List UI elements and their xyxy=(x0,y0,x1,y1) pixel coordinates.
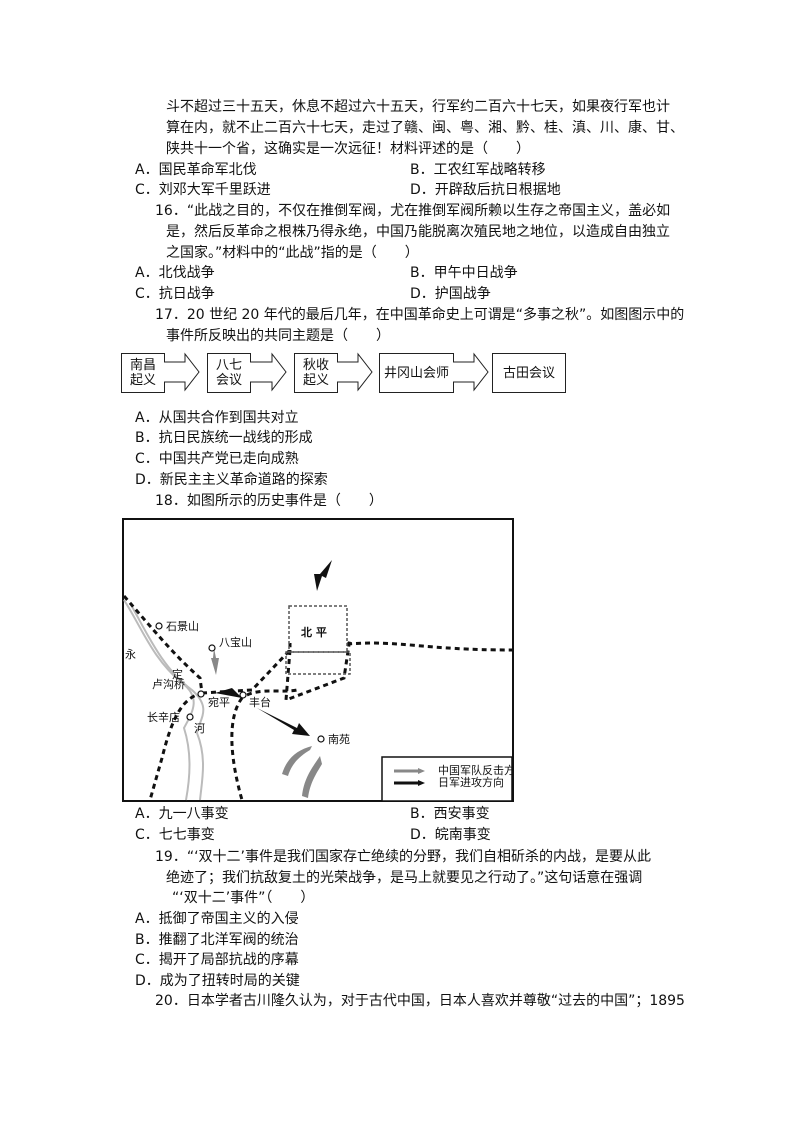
q16-option-c: C．抗日战争 xyxy=(135,286,215,302)
arrow-icon xyxy=(453,352,489,392)
q15-option-b: B．工农红军战略转移 xyxy=(410,162,546,178)
flow-step-5: 古田会议 xyxy=(492,353,566,393)
q16-option-d: D．护国战争 xyxy=(410,286,491,302)
japanese-attack-arrow-icon xyxy=(257,708,310,736)
q15-text: 陕共十一个省，这确实是一次远征！材料评述的是（ ） xyxy=(166,141,530,157)
place-label: 河 xyxy=(194,722,205,735)
q20-text: 20．日本学者古川隆久认为，对于古代中国，日本人喜欢并尊敬“过去的中国”；189… xyxy=(155,993,685,1009)
q18-option-c: C．七七事变 xyxy=(135,827,215,843)
q17-option-d: D．新民主主义革命道路的探索 xyxy=(135,472,328,488)
q16-option-b: B．甲午中日战争 xyxy=(410,265,518,281)
place-label: 八宝山 xyxy=(219,635,252,649)
chinese-counter-arrow-icon xyxy=(302,756,322,798)
lugou-bridge-map: 北 平 石景山 八宝山 永 定 卢沟桥 宛平 丰台 长辛店 河 南苑 中国军队反… xyxy=(122,518,514,802)
q17-text: 事件所反映出的共同主题是（ ） xyxy=(166,328,390,344)
q15-option-c: C．刘邓大军千里跃进 xyxy=(135,182,271,198)
q19-text: 19．“‘双十二’事件是我们国家存亡绝续的分野，我们自相斫杀的内战，是要从此 xyxy=(155,849,651,865)
legend-label: 中国军队反击方向 xyxy=(438,763,514,777)
arrow-icon xyxy=(337,352,373,392)
q15-text: 算在内，就不止二百六十七天，走过了赣、闽、粤、湘、黔、桂、滇、川、康、甘、 xyxy=(166,120,684,136)
q19-text: 绝迹了；我们抗敌复土的光荣战争，是马上就要见之行动了。”这句话意在强调 xyxy=(166,870,643,886)
chinese-counter-arrow-icon xyxy=(211,648,219,675)
place-label: 南苑 xyxy=(328,733,350,746)
q19-text: “‘双十二’事件”（ ） xyxy=(172,890,315,906)
q19-option-c: C．揭开了局部抗战的序幕 xyxy=(135,952,299,968)
q18-option-d: D．皖南事变 xyxy=(410,827,491,843)
flow-step-4: 井冈山会师 xyxy=(379,353,454,393)
map-legend xyxy=(381,756,513,802)
q16-text: 16．“此战之目的，不仅在推倒军阀，尤在推倒军阀所赖以生存之帝国主义，盖必如 xyxy=(155,203,671,219)
flow-arrows xyxy=(164,352,489,392)
q16-text: 之国家。”材料中的“此战”指的是（ ） xyxy=(166,245,419,261)
place-label: 石景山 xyxy=(166,620,199,633)
place-label: 丰台 xyxy=(249,695,271,709)
place-label: 宛平 xyxy=(208,695,230,709)
japanese-attack-arrow-icon xyxy=(314,560,332,591)
q16-text: 是，然后反革命之根株乃得永绝，中国乃能脱离次殖民地之地位，以造成自由独立 xyxy=(166,224,670,240)
place-label: 长辛店 xyxy=(147,710,180,724)
q15-text: 斗不超过三十五天，休息不超过六十五天，行军约二百六十七天，如果夜行军也计 xyxy=(166,99,670,115)
q17-option-a: A．从国共合作到国共对立 xyxy=(135,410,299,426)
q16-option-a: A．北伐战争 xyxy=(135,265,215,281)
japanese-attack-arrow-icon xyxy=(215,688,242,698)
chinese-counter-arrow-icon xyxy=(282,746,312,776)
city-label: 北 平 xyxy=(301,625,327,639)
q18-text: 18．如图所示的历史事件是（ ） xyxy=(155,493,383,509)
q17-option-c: C．中国共产党已走向成熟 xyxy=(135,451,299,467)
flow-step-3: 秋收 起义 xyxy=(294,353,338,393)
legend-label: 日军进攻方向 xyxy=(438,775,504,789)
place-label: 永 xyxy=(125,647,136,661)
q15-option-d: D．开辟敌后抗日根据地 xyxy=(410,182,561,198)
q17-text: 17．20 世纪 20 年代的最后几年，在中国革命史上可谓是“多事之秋”。如图图… xyxy=(155,307,685,323)
q18-option-b: B．西安事变 xyxy=(410,806,490,822)
q18-option-a: A．九一八事变 xyxy=(135,806,229,822)
q15-option-a: A．国民革命军北伐 xyxy=(135,162,257,178)
q17-option-b: B．抗日民族统一战线的形成 xyxy=(135,430,313,446)
place-label: 卢沟桥 xyxy=(152,678,185,691)
arrow-icon xyxy=(250,352,287,392)
q19-option-d: D．成为了扭转时局的关键 xyxy=(135,973,300,989)
q19-option-a: A．抵御了帝国主义的入侵 xyxy=(135,911,299,927)
q19-option-b: B．推翻了北洋军阀的统治 xyxy=(135,932,299,948)
arrow-icon xyxy=(164,352,200,392)
place-label: 定 xyxy=(172,667,183,681)
